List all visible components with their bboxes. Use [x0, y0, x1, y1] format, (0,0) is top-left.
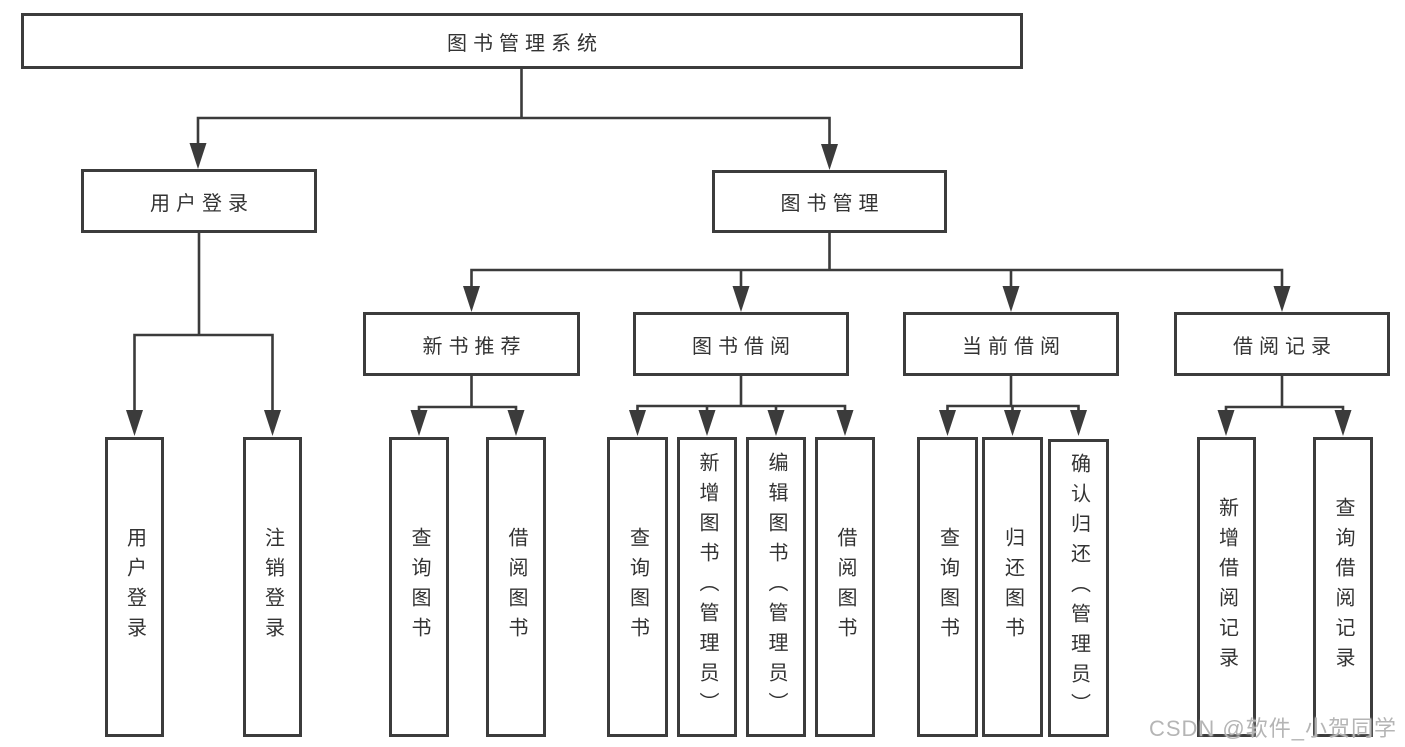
node-leaf-borrow-books-2: 借阅图书 — [815, 437, 875, 737]
arrowhead — [463, 286, 480, 312]
node-label: 编辑图书（管理员） — [765, 452, 787, 722]
arrowhead — [507, 410, 525, 436]
arrowhead — [1273, 286, 1291, 312]
node-new-book-recommendation: 新书推荐 — [363, 312, 580, 376]
arrowhead — [1334, 410, 1352, 436]
arrowhead — [836, 410, 854, 436]
node-leaf-edit-book-admin: 编辑图书（管理员） — [746, 437, 806, 737]
node-label: 用户登录 — [123, 527, 146, 647]
node-leaf-logout: 注销登录 — [243, 437, 302, 737]
node-leaf-borrow-books-1: 借阅图书 — [486, 437, 546, 737]
node-leaf-query-books-2: 查询图书 — [607, 437, 668, 737]
node-label: 查询图书 — [408, 527, 430, 647]
arrowhead — [1004, 410, 1021, 436]
node-label: 新增图书（管理员） — [696, 452, 718, 722]
arrowhead — [732, 286, 750, 312]
arrowhead — [1002, 286, 1020, 312]
node-book-management: 图书管理 — [712, 170, 947, 233]
node-label: 注销登录 — [261, 527, 284, 647]
node-user-login: 用户登录 — [81, 169, 317, 233]
arrowhead — [698, 410, 716, 436]
node-label: 新增借阅记录 — [1215, 497, 1238, 677]
node-book-borrowing: 图书借阅 — [633, 312, 849, 376]
node-leaf-query-borrow-record: 查询借阅记录 — [1313, 437, 1373, 737]
arrowhead — [1070, 410, 1087, 436]
node-library-management-system: 图书管理系统 — [21, 13, 1023, 69]
node-leaf-add-book-admin: 新增图书（管理员） — [677, 437, 737, 737]
arrowhead — [126, 410, 143, 436]
arrowhead — [939, 410, 956, 436]
arrowhead — [767, 410, 785, 436]
arrowhead — [821, 144, 838, 170]
node-leaf-user-login: 用户登录 — [105, 437, 164, 737]
node-label: 归还图书 — [1001, 527, 1024, 647]
node-label: 借阅图书 — [505, 527, 527, 647]
arrowhead — [410, 410, 428, 436]
node-leaf-return-book: 归还图书 — [982, 437, 1043, 737]
node-leaf-query-books-3: 查询图书 — [917, 437, 978, 737]
arrowhead — [629, 410, 646, 436]
node-borrowing-records: 借阅记录 — [1174, 312, 1390, 376]
csdn-watermark: CSDN @软件_小贺同学 — [1148, 716, 1397, 741]
node-label: 查询借阅记录 — [1332, 497, 1354, 677]
arrowhead — [264, 410, 281, 436]
arrowhead — [189, 143, 207, 169]
arrowhead — [1217, 410, 1235, 436]
node-label: 查询图书 — [936, 527, 959, 647]
arrowheads — [126, 143, 1352, 436]
node-leaf-confirm-return-admin: 确认归还（管理员） — [1048, 439, 1109, 737]
node-label: 借阅图书 — [834, 527, 856, 647]
node-leaf-query-books-1: 查询图书 — [389, 437, 449, 737]
node-current-borrowing: 当前借阅 — [903, 312, 1119, 376]
node-leaf-add-borrow-record: 新增借阅记录 — [1197, 437, 1256, 737]
node-label: 确认归还（管理员） — [1067, 453, 1090, 723]
node-label: 查询图书 — [626, 527, 649, 647]
